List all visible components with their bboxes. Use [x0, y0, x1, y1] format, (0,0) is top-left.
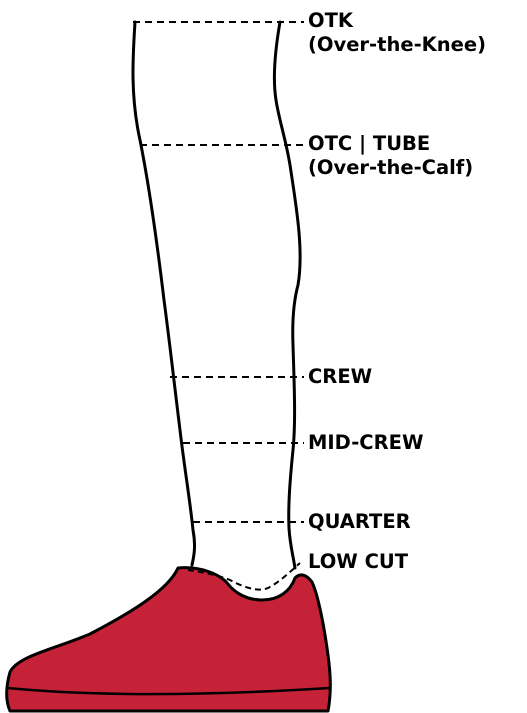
otc-label: OTC | TUBE (Over-the-Calf) — [308, 132, 473, 180]
quarter-title: QUARTER — [308, 510, 411, 533]
otk-title: OTK — [308, 9, 353, 32]
mid-crew-title: MID-CREW — [308, 431, 423, 454]
leg-back-outline — [133, 22, 195, 565]
crew-label: CREW — [308, 365, 372, 389]
low-cut-label: LOW CUT — [308, 550, 408, 574]
otk-subtitle: (Over-the-Knee) — [308, 33, 486, 57]
leg-front-outline — [274, 22, 300, 568]
mid-crew-label: MID-CREW — [308, 431, 423, 455]
otk-label: OTK (Over-the-Knee) — [308, 9, 486, 57]
crew-title: CREW — [308, 365, 372, 388]
otc-subtitle: (Over-the-Calf) — [308, 156, 473, 180]
low-cut-title: LOW CUT — [308, 550, 408, 573]
quarter-label: QUARTER — [308, 510, 411, 534]
otc-title: OTC | TUBE — [308, 132, 430, 155]
